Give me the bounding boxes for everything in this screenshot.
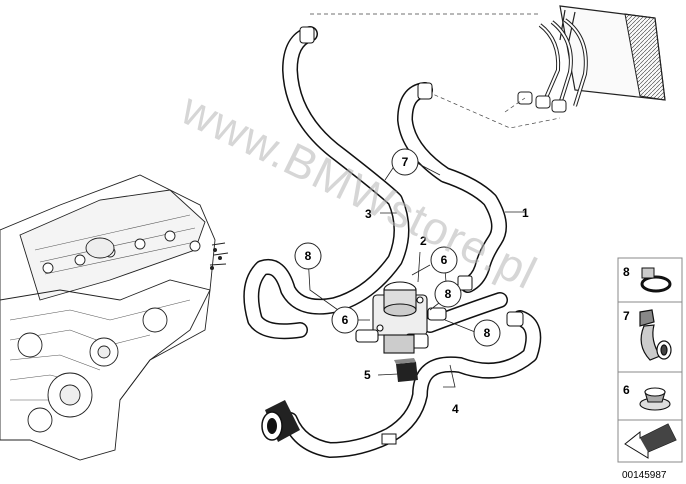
heater-core: [517, 5, 666, 113]
direction-arrow-icon: [624, 423, 677, 459]
callout-5-label: 5: [364, 368, 371, 382]
legend-7-label: 7: [623, 309, 630, 323]
callout-7-label: 7: [402, 155, 409, 169]
callout-4-label: 4: [452, 402, 459, 416]
callout-2-label: 2: [420, 234, 427, 248]
callout-6a-circle: 6: [430, 246, 458, 274]
grommet-icon: [639, 387, 671, 411]
hose-clip: [261, 400, 397, 445]
callout-4: 4: [452, 402, 459, 416]
callout-6b-label: 6: [342, 313, 349, 327]
callout-1-label: 1: [522, 206, 529, 220]
callout-1: 1: [522, 206, 529, 220]
callout-8b-label: 8: [445, 287, 452, 301]
legend-8-label: 8: [623, 265, 630, 279]
callout-8c-label: 8: [484, 326, 491, 340]
reference-lines: [310, 13, 561, 129]
legend-6-label: 6: [623, 383, 630, 397]
callout-8c-circle: 8: [473, 319, 501, 347]
callout-8a-circle: 8: [294, 242, 322, 270]
engine-block: [0, 174, 229, 461]
legend-item-6: 6: [623, 383, 671, 411]
water-valve: [355, 281, 447, 354]
callout-3: 3: [365, 207, 372, 221]
callout-7-circle: 7: [391, 148, 419, 176]
rubber-mount: [394, 358, 418, 382]
legend-item-8: 8: [623, 265, 672, 293]
hose-3: [243, 26, 410, 340]
hose-4: [282, 292, 542, 458]
callout-6a-label: 6: [441, 253, 448, 267]
legend-item-7: 7: [623, 309, 672, 361]
callout-8a-label: 8: [305, 249, 312, 263]
hose-1: [397, 82, 507, 293]
callout-5: 5: [364, 368, 371, 382]
callout-6b-circle: 6: [331, 306, 359, 334]
diagram-id: 00145987: [622, 470, 667, 481]
parts-legend: 8 7 6: [617, 257, 683, 463]
callout-3-label: 3: [365, 207, 372, 221]
hose-clamp-icon: [640, 267, 672, 293]
hose-holder-icon: [639, 309, 672, 361]
callout-8b-circle: 8: [434, 280, 462, 308]
callout-2: 2: [420, 234, 427, 248]
